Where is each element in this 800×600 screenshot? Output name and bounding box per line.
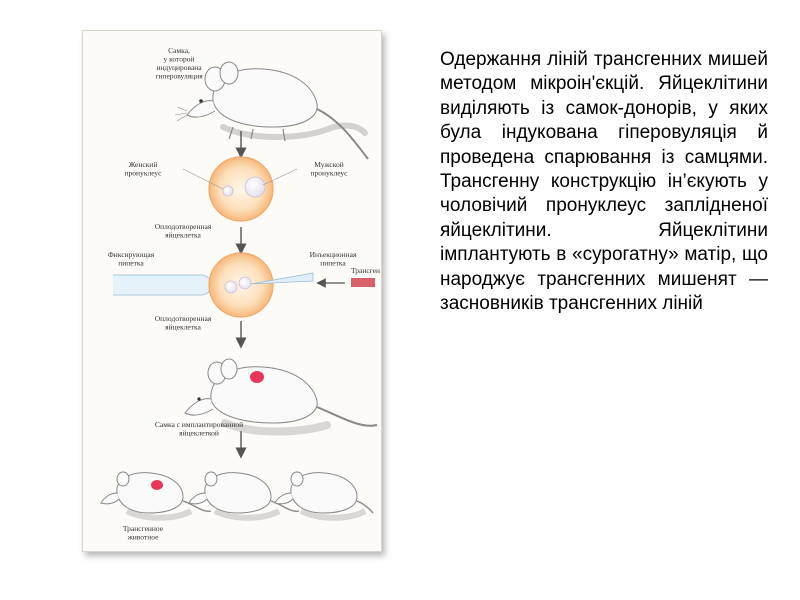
injection-stage [113, 252, 375, 318]
pup-3 [274, 471, 374, 521]
transgene-block [351, 278, 375, 287]
pup-1 [100, 471, 212, 521]
caption-transgene: Трансген [351, 266, 380, 275]
fertilized-egg-1 [182, 156, 298, 222]
pup-2 [188, 471, 300, 521]
description-paragraph: Одержання ліній трансгенних мишей методо… [440, 49, 768, 315]
donor-mouse-illustration [174, 61, 369, 160]
implanted-mouse-illustration [184, 358, 378, 436]
